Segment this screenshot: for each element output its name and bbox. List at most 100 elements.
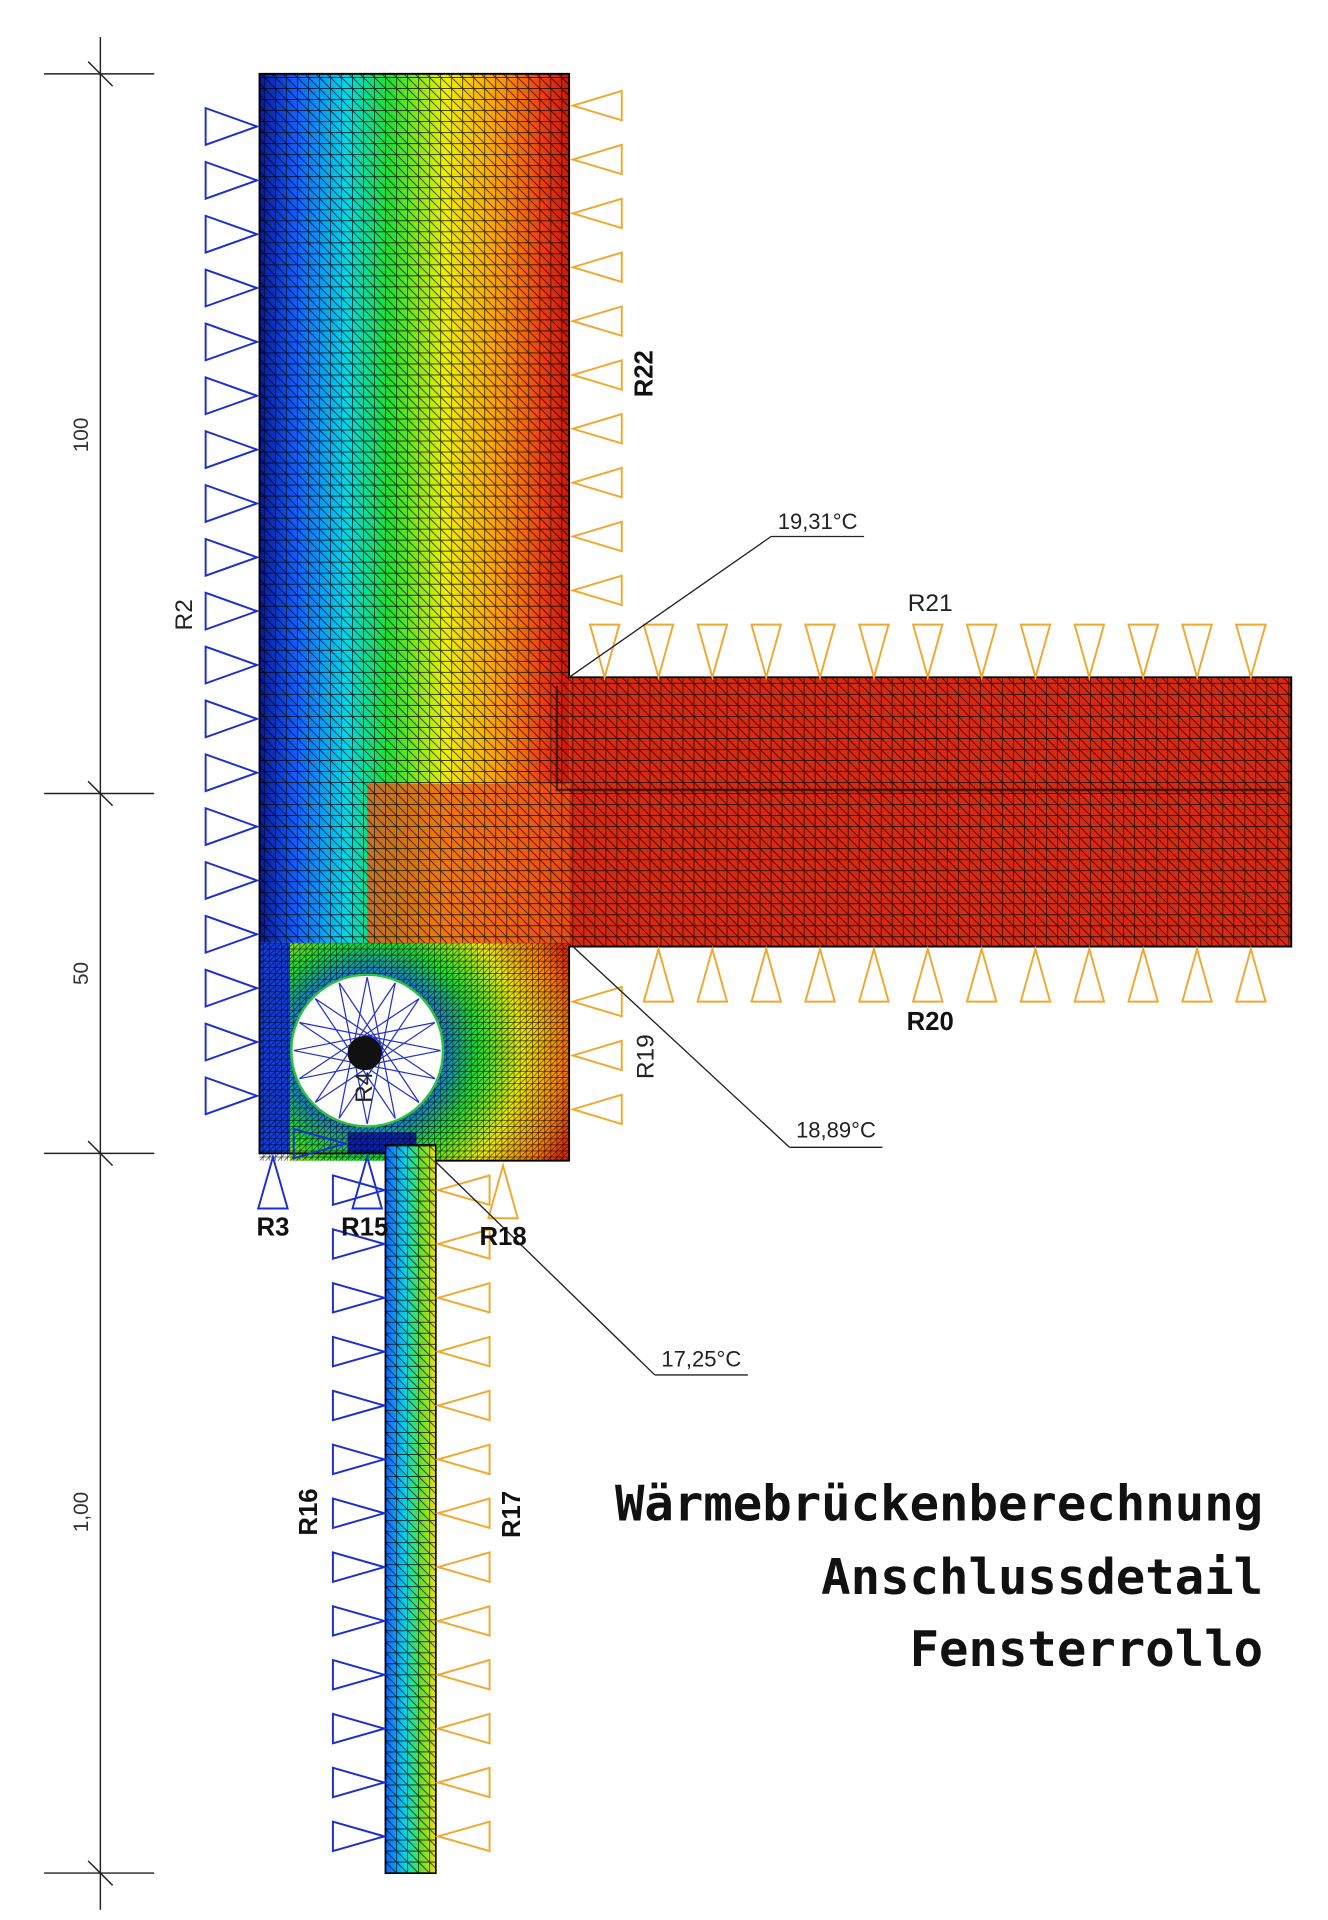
label-r3: R3	[257, 1213, 290, 1241]
window-frame	[384, 1144, 437, 1874]
cold-boundary-marker	[331, 1227, 388, 1260]
warm-boundary-marker	[857, 623, 890, 681]
warm-boundary-marker	[569, 412, 623, 445]
cold-boundary-marker	[204, 860, 260, 901]
label-r16: R16	[295, 1488, 323, 1535]
label-r19: R19	[633, 1034, 660, 1079]
cold-boundary-marker	[256, 1153, 289, 1210]
cold-boundary-marker	[204, 268, 260, 308]
cold-boundary-marker	[204, 699, 260, 739]
cold-boundary-marker	[204, 914, 260, 955]
cold-boundary-marker	[331, 1174, 388, 1207]
temperature-window: 17,25°C	[661, 1346, 741, 1371]
cold-boundary-marker	[204, 376, 260, 416]
warm-boundary-marker	[569, 197, 623, 230]
warm-boundary-marker	[569, 89, 623, 122]
warm-boundary-marker	[1234, 623, 1267, 681]
cold-boundary-marker	[204, 214, 260, 254]
dimension-lower: 1,00	[70, 1492, 93, 1532]
label-r20: R20	[907, 1008, 954, 1036]
dimension-upper: 100	[70, 418, 93, 453]
cold-boundary-marker	[204, 806, 260, 847]
cold-boundary-marker	[204, 968, 260, 1008]
warm-boundary-marker	[588, 623, 621, 681]
warm-boundary-marker	[1073, 945, 1106, 1003]
cold-boundary-marker	[331, 1443, 388, 1476]
roller-shutter-box	[290, 973, 445, 1128]
label-r4: R4	[351, 1072, 378, 1103]
cold-boundary-marker	[204, 645, 260, 685]
cold-boundary-marker	[331, 1712, 388, 1745]
warm-boundary-marker	[1019, 623, 1052, 681]
warm-boundary-marker	[911, 945, 944, 1003]
cold-boundary-marker	[331, 1766, 388, 1799]
wall-section	[258, 72, 1293, 1874]
cold-boundary-marker	[331, 1604, 388, 1637]
cold-boundary-marker	[204, 1022, 260, 1062]
warm-boundary-marker	[434, 1604, 491, 1637]
label-r18: R18	[479, 1223, 526, 1251]
warm-boundary-marker	[911, 623, 944, 681]
warm-boundary-marker	[857, 945, 890, 1003]
warm-boundary-marker	[434, 1443, 491, 1476]
cold-boundary-marker	[204, 322, 260, 362]
warm-boundary-marker	[434, 1712, 491, 1745]
warm-boundary-marker	[1181, 945, 1214, 1003]
warm-boundary-marker	[804, 945, 837, 1003]
warm-boundary-marker	[434, 1281, 491, 1314]
cold-boundary-marker	[204, 160, 260, 201]
warm-boundary-marker	[569, 574, 623, 607]
cold-boundary-marker	[204, 537, 260, 578]
cold-boundary-marker	[204, 106, 260, 147]
warm-boundary-marker	[965, 945, 998, 1003]
warm-boundary-marker	[569, 358, 623, 391]
warm-boundary-marker	[1127, 945, 1160, 1003]
warm-boundary-marker	[434, 1820, 491, 1853]
warm-boundary-marker	[642, 623, 675, 681]
cold-boundary-marker	[204, 1076, 260, 1116]
title-line-1: Wärmebrückenberechnung	[615, 1476, 1263, 1533]
dimension-line	[44, 37, 155, 1910]
warm-boundary-marker	[434, 1497, 491, 1530]
warm-boundary-marker	[569, 1093, 623, 1126]
cold-boundary-marker	[204, 752, 260, 793]
cold-boundary-marker	[331, 1335, 388, 1368]
warm-boundary-marker	[434, 1335, 491, 1368]
warm-boundary-marker	[1019, 945, 1052, 1003]
warm-boundary-marker	[696, 623, 729, 681]
warm-boundary-marker	[1127, 623, 1160, 681]
cold-boundary-marker	[292, 1127, 349, 1160]
cold-boundary-marker	[331, 1497, 388, 1530]
temperature-corner-top: 19,31°C	[778, 509, 858, 534]
warm-boundary-marker	[434, 1658, 491, 1691]
warm-boundary-marker	[434, 1551, 491, 1584]
temperature-corner-bottom: 18,89°C	[796, 1117, 876, 1142]
boundary-markers	[204, 89, 1267, 1853]
warm-boundary-marker	[569, 1039, 623, 1072]
title-line-3: Fensterrollo	[910, 1621, 1264, 1678]
warm-boundary-marker	[569, 143, 623, 176]
warm-boundary-marker	[696, 945, 729, 1003]
warm-boundary-marker	[750, 945, 783, 1003]
callout-19-31	[568, 535, 865, 678]
warm-boundary-marker	[569, 251, 623, 284]
cold-boundary-marker	[331, 1389, 388, 1422]
cold-boundary-marker	[331, 1281, 388, 1314]
cold-boundary-marker	[204, 591, 260, 631]
label-r15: R15	[341, 1213, 388, 1241]
warm-boundary-marker	[569, 985, 623, 1018]
cold-boundary-marker	[204, 429, 260, 470]
title-line-2: Anschlussdetail	[821, 1549, 1263, 1606]
warm-boundary-marker	[804, 623, 837, 681]
cold-boundary-marker	[331, 1551, 388, 1584]
label-r22: R22	[630, 350, 658, 397]
label-r2: R2	[171, 599, 198, 630]
callout-18-89	[572, 946, 883, 1148]
warm-boundary-marker	[569, 520, 623, 553]
warm-boundary-marker	[965, 623, 998, 681]
warm-boundary-marker	[642, 945, 675, 1003]
warm-boundary-marker	[750, 623, 783, 681]
cold-boundary-marker	[331, 1820, 388, 1853]
